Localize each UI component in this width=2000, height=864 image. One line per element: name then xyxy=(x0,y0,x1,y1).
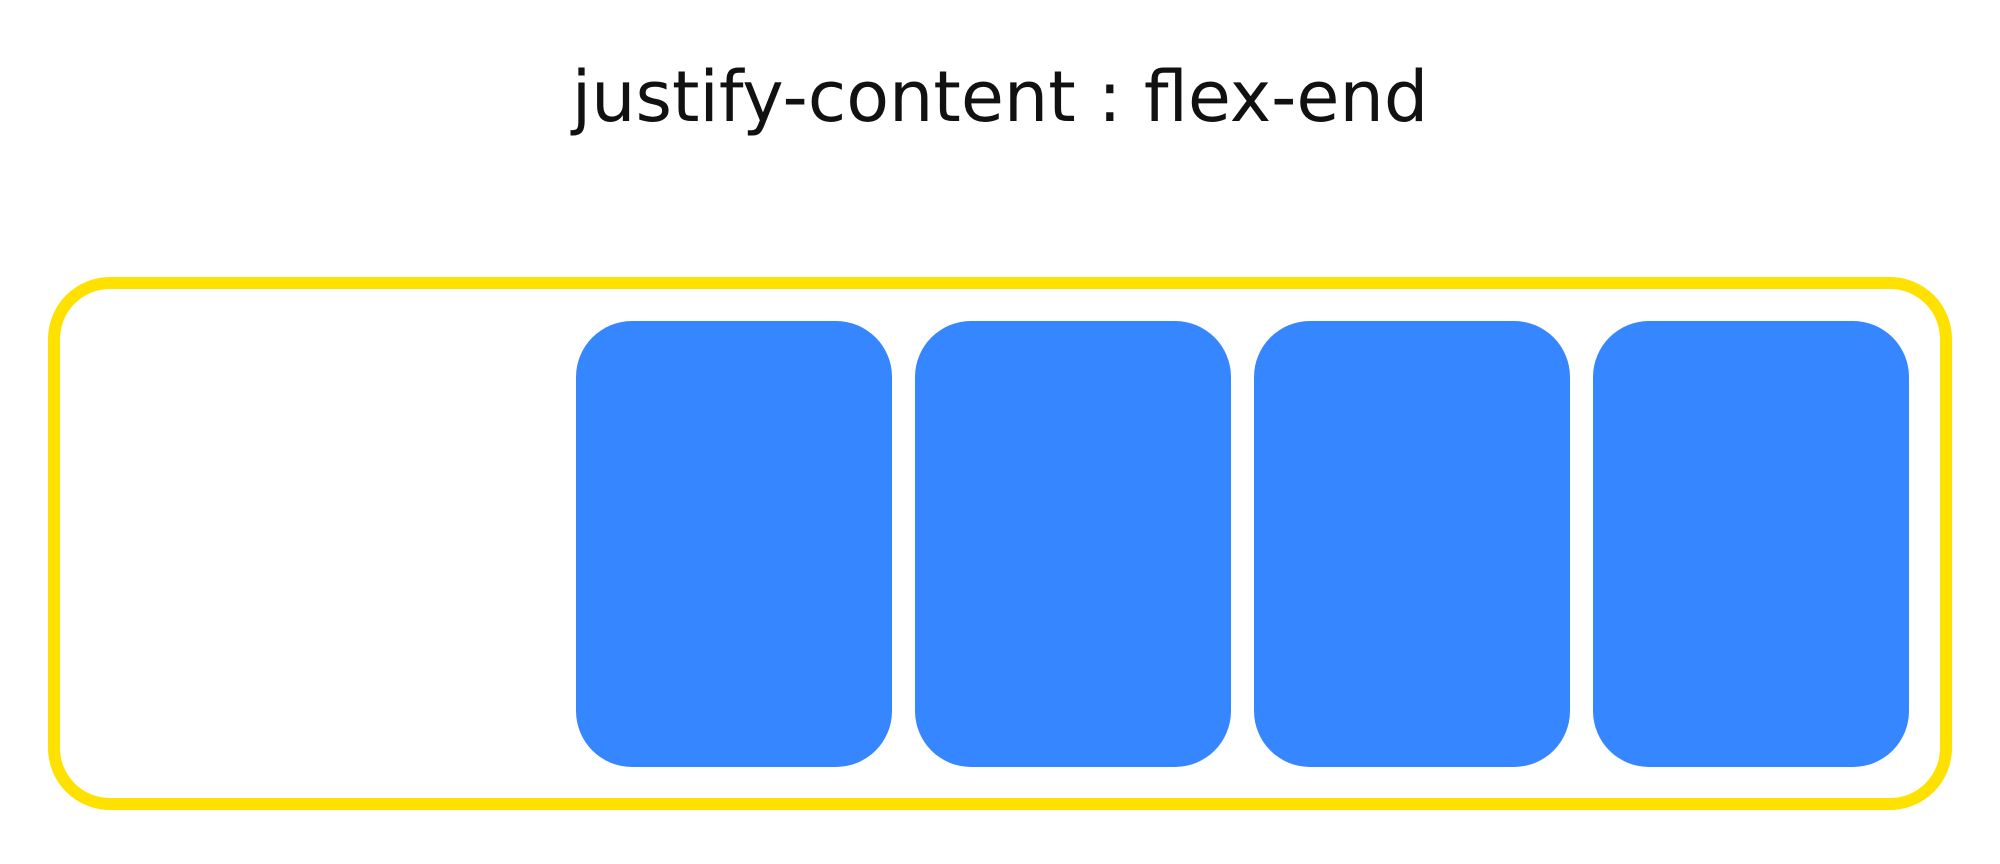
flex-container xyxy=(48,277,1952,810)
flex-item-3 xyxy=(1254,320,1570,767)
flex-item-2 xyxy=(915,320,1231,767)
flex-item-4 xyxy=(1593,320,1909,767)
diagram-title: justify-content : flex-end xyxy=(571,56,1429,138)
flex-item-1 xyxy=(576,320,892,767)
